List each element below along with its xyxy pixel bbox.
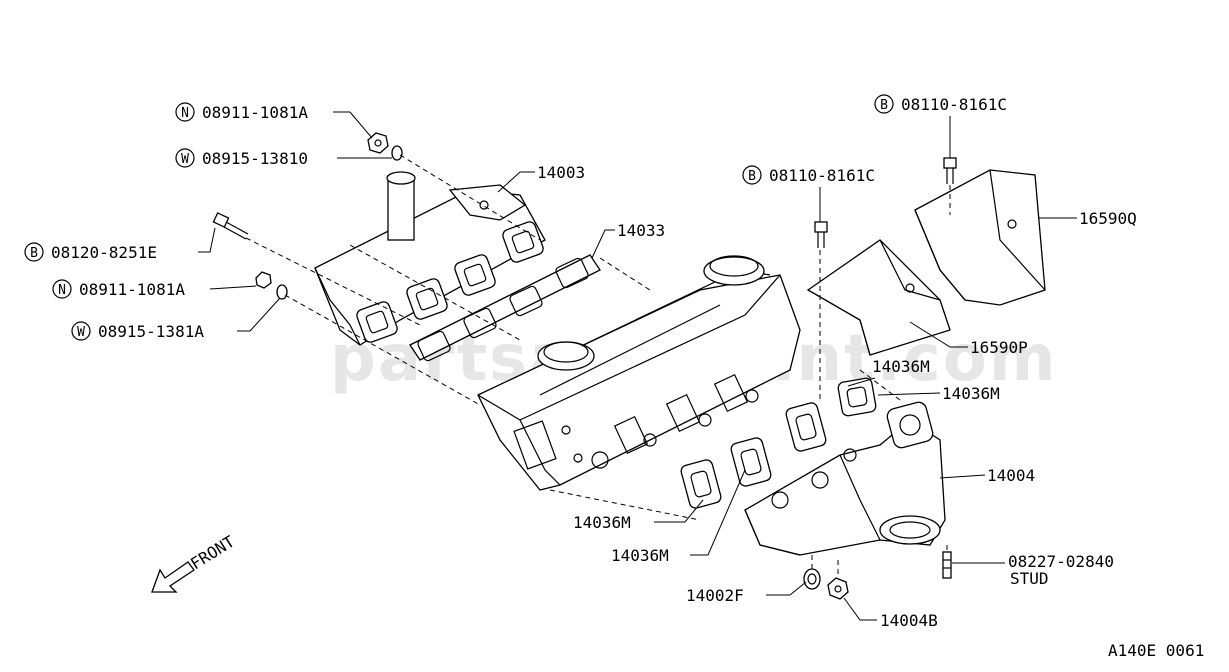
front-arrow: FRONT (151, 532, 238, 593)
callout-14036m-3[interactable]: 14036M (573, 513, 631, 532)
svg-text:08120-8251E: 08120-8251E (51, 243, 157, 262)
callout-08227-02840[interactable]: 08227-02840 STUD (1008, 552, 1114, 588)
callout-16590q[interactable]: 16590Q (1079, 209, 1137, 228)
svg-text:W: W (181, 152, 189, 167)
callout-14033[interactable]: 14033 (617, 221, 665, 240)
front-label: FRONT (187, 532, 238, 574)
callout-14004b[interactable]: 14004B (880, 611, 938, 630)
heat-shield-16590q (914, 169, 1046, 306)
svg-text:14002F: 14002F (686, 586, 744, 605)
diagram-ref-code: A140E 0061 (1108, 641, 1204, 660)
callouts: N 08911-1081A W 08915-13810 14003 14033 … (24, 94, 1137, 630)
cylinder-head (477, 255, 801, 491)
intake-gasket (409, 254, 601, 362)
heat-shield-16590p (806, 239, 951, 356)
callout-08915-13810[interactable]: W 08915-13810 (175, 148, 308, 168)
svg-text:STUD: STUD (1010, 569, 1049, 588)
callout-14002f[interactable]: 14002F (686, 586, 744, 605)
svg-text:08911-1081A: 08911-1081A (202, 103, 308, 122)
svg-text:08110-8161C: 08110-8161C (901, 95, 1007, 114)
fasteners (212, 132, 957, 600)
callout-14036m-2[interactable]: 14036M (942, 384, 1000, 403)
intake-manifold (314, 171, 546, 346)
callout-08911-1081a-top[interactable]: N 08911-1081A (175, 102, 308, 122)
svg-text:14003: 14003 (537, 163, 585, 182)
svg-text:N: N (181, 106, 189, 121)
svg-text:14036M: 14036M (611, 546, 669, 565)
callout-08120-8251e[interactable]: B 08120-8251E (24, 242, 157, 262)
leader-lines (198, 111, 1077, 621)
callout-14004[interactable]: 14004 (987, 466, 1035, 485)
svg-text:14036M: 14036M (872, 357, 930, 376)
svg-text:B: B (880, 98, 888, 113)
svg-text:14004B: 14004B (880, 611, 938, 630)
callout-08110-8161c-left[interactable]: B 08110-8161C (742, 165, 875, 185)
svg-text:08911-1081A: 08911-1081A (79, 280, 185, 299)
callout-14003[interactable]: 14003 (537, 163, 585, 182)
callout-16590p[interactable]: 16590P (970, 338, 1028, 357)
svg-text:08915-13810: 08915-13810 (202, 149, 308, 168)
svg-text:08110-8161C: 08110-8161C (769, 166, 875, 185)
svg-text:16590Q: 16590Q (1079, 209, 1137, 228)
svg-text:08915-1381A: 08915-1381A (98, 322, 204, 341)
svg-text:08227-02840: 08227-02840 (1008, 552, 1114, 571)
callout-08915-1381a[interactable]: W 08915-1381A (71, 321, 204, 341)
svg-text:B: B (748, 169, 756, 184)
callout-14036m-4[interactable]: 14036M (611, 546, 669, 565)
exhaust-manifold (744, 401, 946, 556)
svg-text:14004: 14004 (987, 466, 1035, 485)
assembly-lines (245, 154, 951, 578)
svg-text:14036M: 14036M (573, 513, 631, 532)
svg-text:14033: 14033 (617, 221, 665, 240)
svg-text:W: W (77, 325, 85, 340)
svg-text:B: B (30, 246, 38, 261)
exhaust-gaskets (680, 377, 877, 509)
callout-08110-8161c-right[interactable]: B 08110-8161C (874, 94, 1007, 114)
svg-text:14036M: 14036M (942, 384, 1000, 403)
svg-text:16590P: 16590P (970, 338, 1028, 357)
callout-14036m-1[interactable]: 14036M (872, 357, 930, 376)
svg-text:N: N (58, 283, 66, 298)
callout-08911-1081a-mid[interactable]: N 08911-1081A (52, 279, 185, 299)
